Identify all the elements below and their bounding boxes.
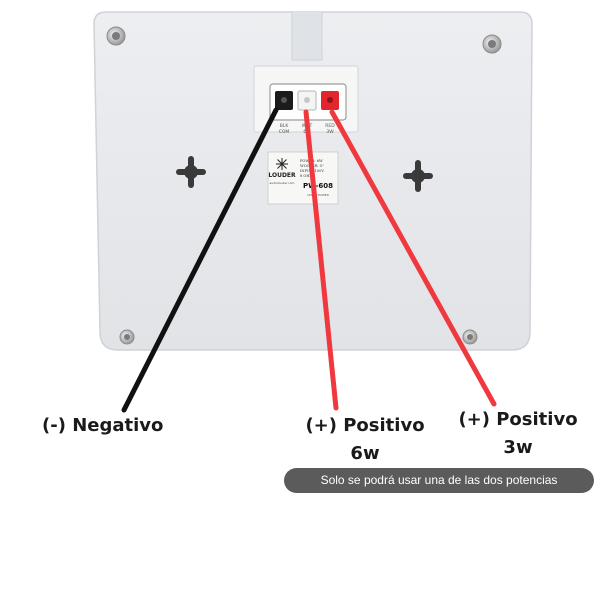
screw-icon-top-right bbox=[482, 34, 502, 54]
product-model: PW-608 bbox=[303, 182, 333, 190]
positive-6w-callout: (+) Positivo 6w bbox=[305, 412, 425, 468]
screw-icon-bottom-left bbox=[119, 329, 135, 345]
keyhole-mount-icon-left bbox=[176, 156, 206, 188]
brand-logo-text: LOUDER bbox=[268, 172, 296, 179]
terminal-label-red: RED bbox=[325, 123, 335, 129]
positive-3w-wire bbox=[329, 109, 497, 407]
negative-callout: (-) Negativo bbox=[42, 412, 163, 440]
terminal-sub-black: COM bbox=[279, 129, 290, 135]
positive-6w-label: (+) Positivo bbox=[305, 415, 425, 436]
spec-line-4: 8 OHM bbox=[300, 174, 314, 178]
screw-icon-bottom-right bbox=[462, 329, 478, 345]
product-origin: CHINA POWER bbox=[307, 193, 329, 197]
positive-3w-power: 3w bbox=[503, 437, 533, 458]
keyhole-mount-icon-right bbox=[403, 160, 433, 192]
positive-3w-callout: (+) Positivo 3w bbox=[458, 406, 578, 462]
product-label: LOUDER audiolouder.com POWER: 6W WOOFER:… bbox=[267, 151, 339, 205]
positive-3w-label: (+) Positivo bbox=[458, 409, 578, 430]
positive-6w-wire bbox=[303, 109, 339, 411]
terminal-block bbox=[269, 83, 347, 121]
screw-icon-top-left bbox=[106, 26, 126, 46]
brand-website: audiolouder.com bbox=[270, 181, 295, 185]
usage-note-pill: Solo se podrá usar una de las dos potenc… bbox=[284, 468, 594, 493]
negative-label: (-) Negativo bbox=[42, 415, 164, 436]
terminal-label-black: BLK bbox=[280, 123, 290, 129]
positive-6w-power: 6w bbox=[350, 443, 380, 464]
negative-wire bbox=[121, 107, 279, 413]
usage-note-text: Solo se podrá usar una de las dos potenc… bbox=[320, 473, 558, 487]
louder-logo-icon bbox=[276, 158, 288, 170]
terminal-sub-red: 3W bbox=[326, 129, 334, 135]
